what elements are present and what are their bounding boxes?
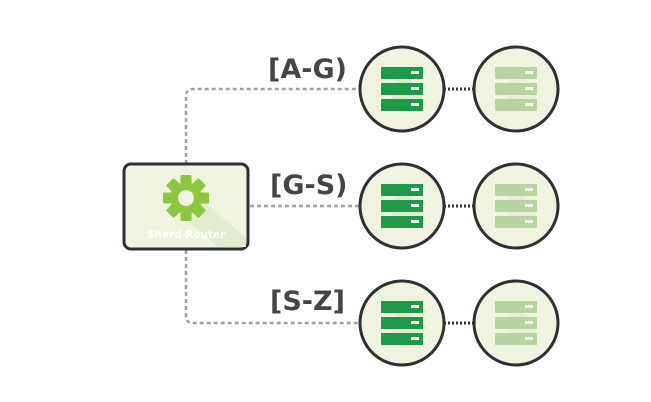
connector-shard-3 — [184, 250, 360, 325]
server-icon — [495, 184, 537, 228]
shard-group-1 — [358, 45, 560, 133]
server-icon — [495, 67, 537, 111]
shard-router: Shard Router — [122, 162, 250, 251]
range-label-1: [A-G) — [268, 54, 347, 85]
shard-group-3 — [358, 279, 560, 367]
server-icon — [381, 301, 423, 345]
range-label-3: [S-Z] — [270, 286, 345, 317]
range-label-2: [G-S) — [270, 170, 348, 201]
server-icon — [381, 67, 423, 111]
connector-shard-1 — [184, 87, 360, 164]
server-icon — [381, 184, 423, 228]
replica-node-3 — [472, 279, 560, 367]
replica-node-2 — [472, 162, 560, 250]
primary-node-2 — [358, 162, 446, 250]
primary-node-1 — [358, 45, 446, 133]
gear-icon — [163, 175, 209, 221]
server-icon — [495, 301, 537, 345]
replication-links — [444, 87, 474, 325]
primary-node-3 — [358, 279, 446, 367]
shard-group-2 — [358, 162, 560, 250]
replica-node-1 — [472, 45, 560, 133]
router-label: Shard Router — [147, 229, 226, 241]
router-connectors — [184, 87, 360, 325]
